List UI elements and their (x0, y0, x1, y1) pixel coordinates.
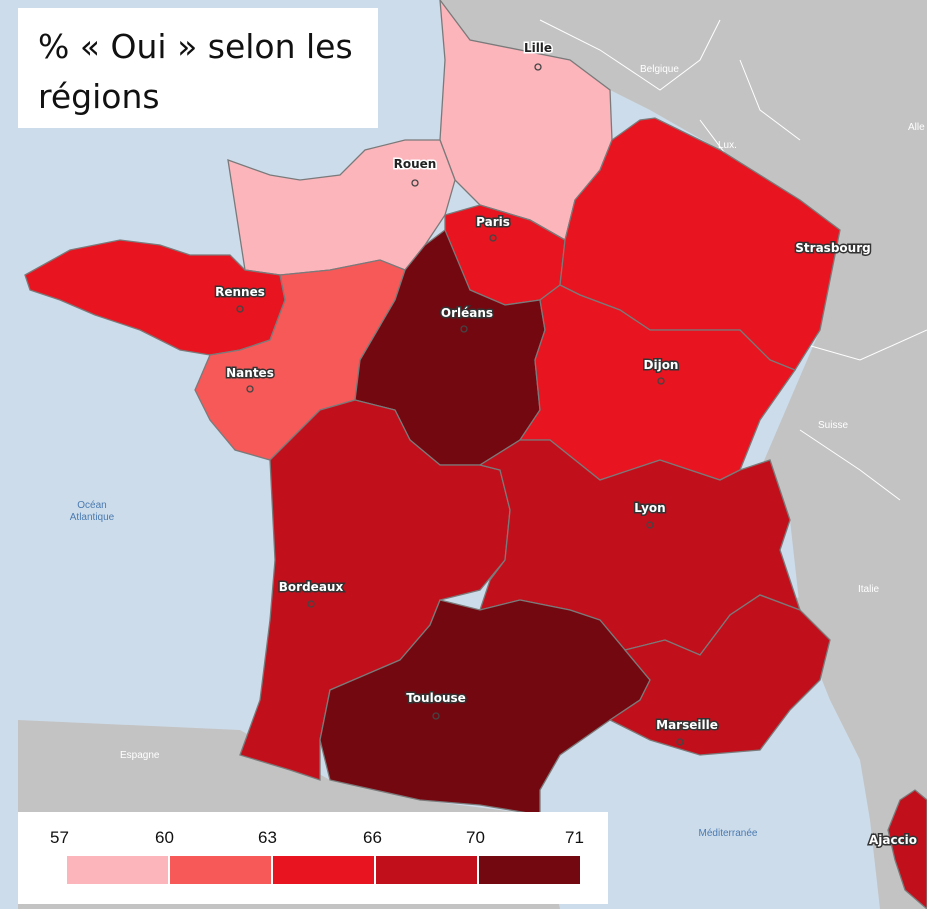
city-marker-bordeaux (307, 600, 315, 608)
legend-swatch-1 (170, 856, 271, 884)
city-label-ajaccio: Ajaccio (869, 833, 917, 847)
city-label-orleans: Orléans (441, 306, 493, 320)
city-label-rennes: Rennes (215, 285, 265, 299)
legend-swatch-4 (479, 856, 580, 884)
city-label-bordeaux: Bordeaux (279, 580, 344, 594)
legend-tick-5: 71 (565, 828, 584, 847)
map-title: % « Oui » selon les régions (38, 27, 353, 116)
city-marker-orleans (460, 325, 468, 333)
city-marker-rennes (236, 305, 244, 313)
neighbour-land-north-east (440, 0, 927, 640)
city-marker-toulouse (432, 712, 440, 720)
region-bourgogne-franche-comte (518, 284, 797, 481)
city-marker-rouen (411, 179, 419, 187)
city-label-lyon: Lyon (634, 501, 665, 515)
city-label-lille: Lille (524, 41, 552, 55)
city-label-nantes: Nantes (226, 366, 274, 380)
sea-label-mediterranee: Méditerranée (699, 828, 758, 839)
legend-tick-3: 66 (363, 828, 382, 847)
city-marker-dijon (657, 377, 665, 385)
country-label-alle: Alle (908, 122, 925, 133)
title-panel (18, 8, 378, 128)
legend-tick-4: 70 (466, 828, 485, 847)
legend-tick-0: 57 (50, 828, 69, 847)
city-marker-marseille (676, 738, 684, 746)
legend-swatch-0 (67, 856, 168, 884)
legend-tick-2: 63 (258, 828, 277, 847)
legend-swatch-3 (376, 856, 477, 884)
city-marker-nantes (246, 385, 254, 393)
city-marker-lille (534, 63, 542, 71)
legend-swatch-2 (273, 856, 374, 884)
city-label-marseille: Marseille (656, 718, 718, 732)
city-label-strasbourg: Strasbourg (795, 241, 870, 255)
country-label-lux: Lux. (718, 140, 737, 151)
city-marker-lyon (646, 521, 654, 529)
city-label-toulouse: Toulouse (406, 691, 466, 705)
country-label-italie: Italie (858, 584, 880, 595)
city-label-dijon: Dijon (644, 358, 679, 372)
legend-tick-1: 60 (155, 828, 174, 847)
country-label-belgique: Belgique (640, 64, 679, 75)
city-label-paris: Paris (476, 215, 510, 229)
country-label-suisse: Suisse (818, 420, 848, 431)
sea-label-ocean-line1: Océan (77, 500, 106, 511)
region-paca (608, 594, 831, 756)
sea-label-ocean-line2: Atlantique (70, 512, 115, 523)
city-label-rouen: Rouen (394, 157, 437, 171)
country-label-espagne: Espagne (120, 750, 160, 761)
city-markers (236, 63, 684, 746)
city-marker-paris (489, 234, 497, 242)
region-corsica (887, 789, 927, 909)
